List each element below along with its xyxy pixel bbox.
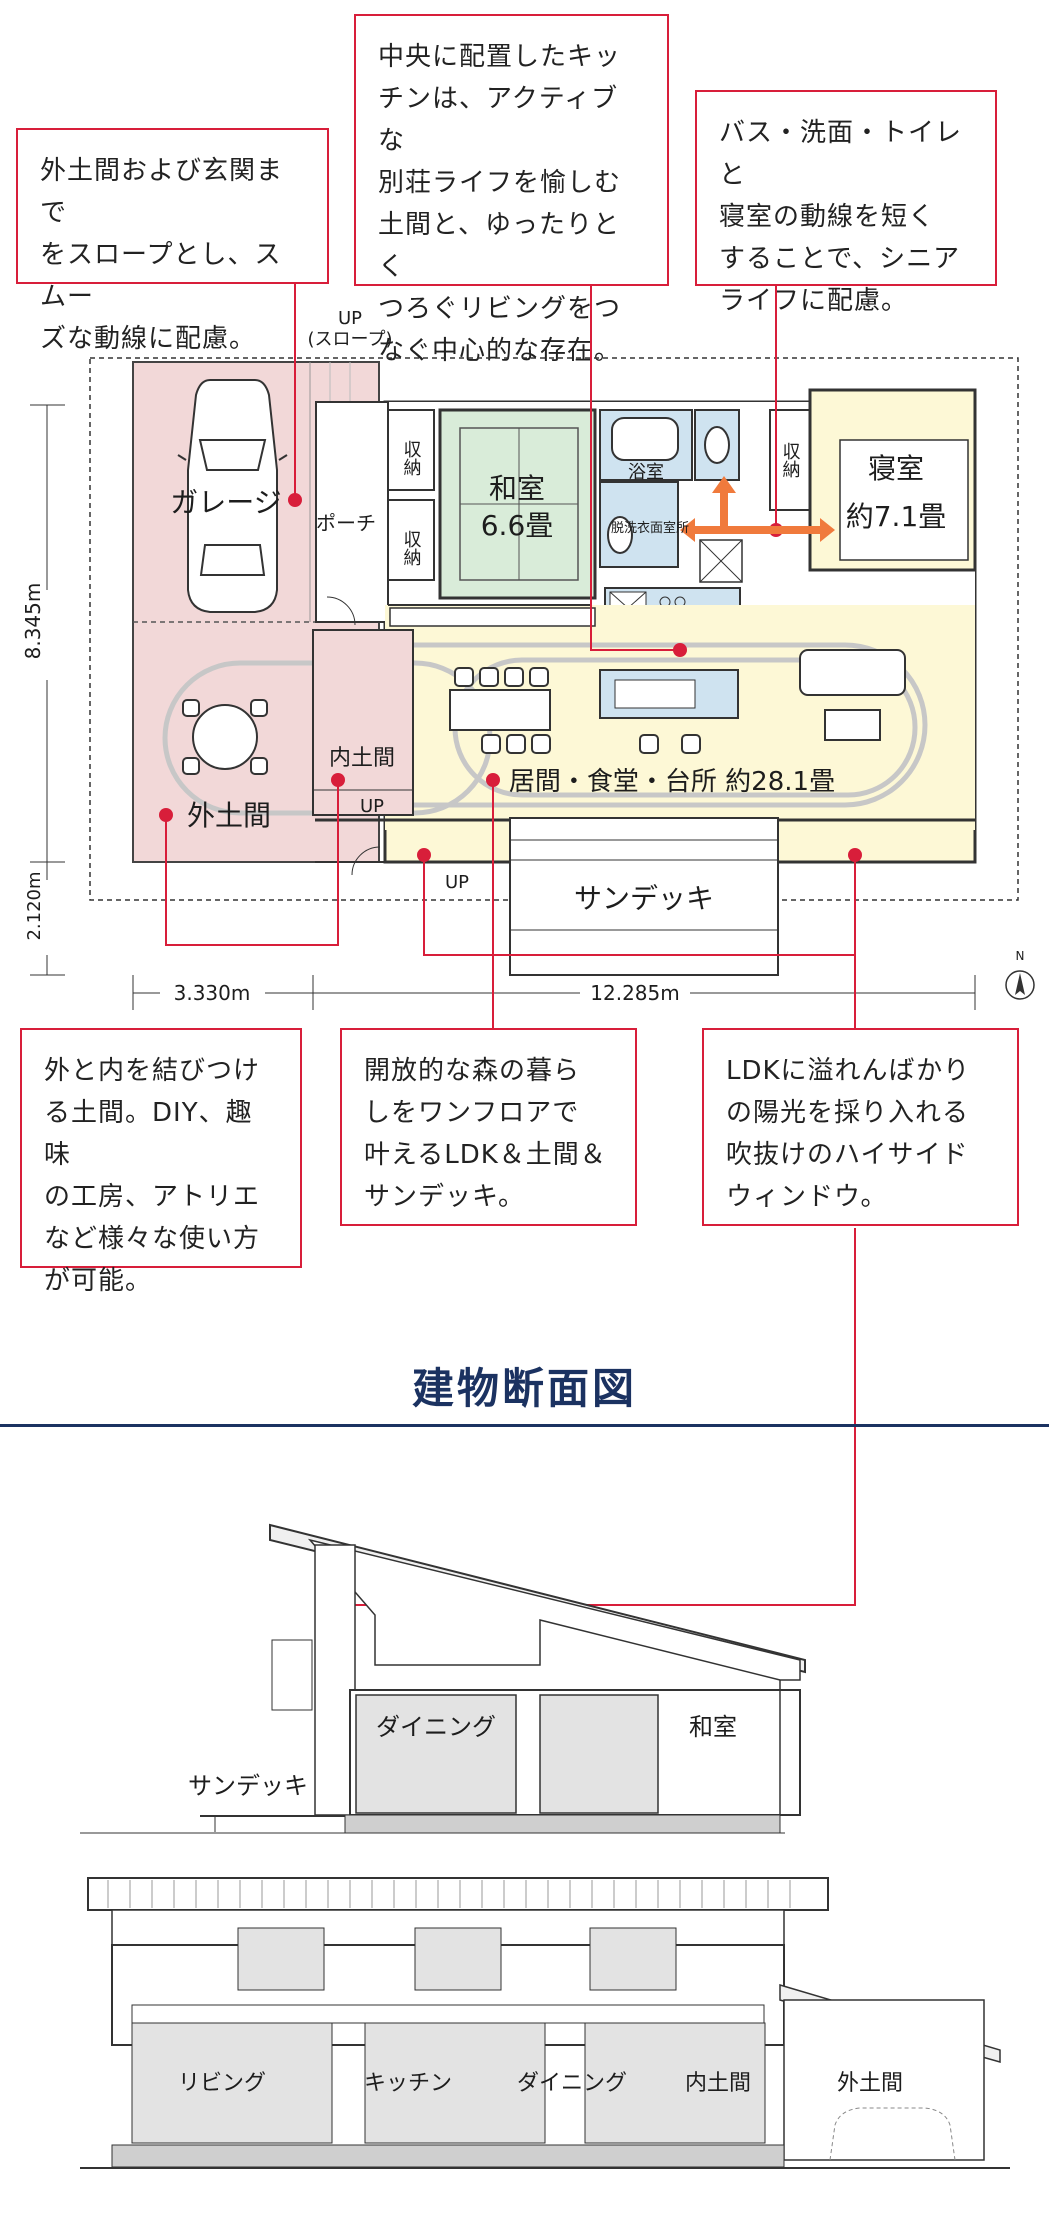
callout-window: LDKに溢れんばかり の陽光を採り入れる 吹抜けのハイサイド ウィンドウ。 <box>702 1028 1019 1226</box>
up-label-1: UP <box>360 796 384 817</box>
ldk-label: 居間・食堂・台所 約28.1畳 <box>509 767 835 797</box>
dim-height-deck: 2.120m <box>24 871 45 940</box>
site-boundary <box>89 357 1019 901</box>
north-label: N <box>1016 949 1025 963</box>
storage-label-3: 収納 <box>780 442 801 478</box>
uchidoma-label: 内土間 <box>329 746 395 771</box>
s1-dining-label: ダイニング <box>376 1713 496 1741</box>
section-divider <box>0 1424 1049 1427</box>
callout-kitchen: 中央に配置したキッ チンは、アクティブな 別荘ライフを愉しむ 土間と、ゆったりと… <box>354 14 669 366</box>
storage-label-1: 収納 <box>401 440 422 476</box>
porch <box>315 401 389 623</box>
dining-set-icon <box>449 667 551 754</box>
north-arrow-icon <box>1005 970 1035 1000</box>
section-1-drawing <box>80 1523 806 1834</box>
callout-ldk: 開放的な森の暮ら しをワンフロアで 叶えるLDK＆土間＆ サンデッキ。 <box>340 1028 637 1226</box>
callout-slope: 外土間および玄関まで をスロープとし、スムー ズな動線に配慮。 <box>16 128 329 354</box>
dressing-label: 脱洗衣面室所 <box>611 520 689 536</box>
sofa-icon <box>799 649 906 696</box>
washitsu-size-label: 6.6畳 <box>481 509 554 542</box>
callout-doma: 外と内を結びつけ る土間。DIY、趣味 の工房、アトリエ など様々な使い方 が可… <box>20 1028 302 1296</box>
s2-kitchen-label: キッチン <box>364 2071 452 2096</box>
dim-height-main: 8.345m <box>21 583 45 660</box>
sundeck <box>509 817 779 976</box>
section-title: 建物断面図 <box>411 1364 637 1413</box>
bath-label: 浴室 <box>628 462 664 483</box>
s2-uchidoma-label: 内土間 <box>685 2071 751 2096</box>
bedroom-label: 寝室 <box>868 452 924 485</box>
slope-paren-label: (スロープ) <box>308 329 393 350</box>
garage-label: ガレージ <box>170 486 281 519</box>
s2-sotodoma-label: 外土間 <box>837 2071 903 2096</box>
washitsu-label: 和室 <box>489 472 545 505</box>
up-slope-label: UP <box>338 308 362 329</box>
dim-width-left: 3.330m <box>174 981 251 1005</box>
s2-living-label: リビング <box>178 2071 266 2096</box>
car-icon <box>177 379 288 613</box>
sotodoma-label: 外土間 <box>187 799 271 832</box>
callout-senior: バス・洗面・トイレと 寝室の動線を短く することで、シニア ライフに配慮。 <box>695 90 997 316</box>
s1-washitsu-label: 和室 <box>689 1713 737 1741</box>
section-2-drawing <box>80 1877 1010 2169</box>
s1-sundeck-label: サンデッキ <box>188 1772 308 1800</box>
s2-dining-label: ダイニング <box>517 2071 627 2096</box>
bedroom-size-label: 約7.1畳 <box>846 500 947 533</box>
inner-doma <box>312 629 414 816</box>
up-label-2: UP <box>445 872 469 893</box>
porch-label: ポーチ <box>316 511 376 535</box>
dim-width-right: 12.285m <box>590 981 679 1005</box>
sundeck-label: サンデッキ <box>574 882 714 915</box>
storage-label-2: 収納 <box>401 530 422 566</box>
table-chairs-icon <box>182 699 268 775</box>
